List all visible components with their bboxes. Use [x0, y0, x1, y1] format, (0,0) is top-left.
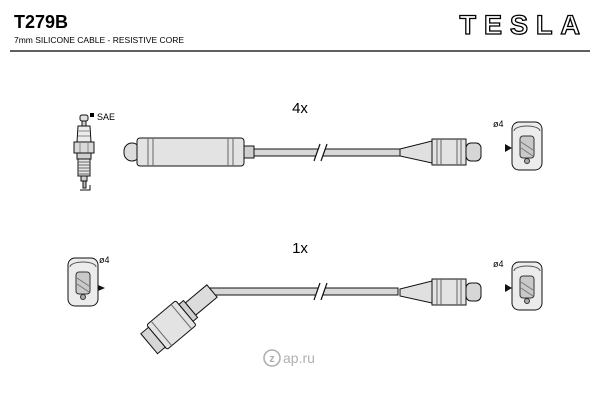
- bottom-connector-boot: [399, 278, 482, 306]
- brand-logo: TESLA: [459, 10, 588, 40]
- bottom-cable-line: [204, 287, 399, 296]
- sae-label: SAE: [97, 112, 115, 122]
- watermark-logo-icon: [263, 349, 281, 367]
- spark-plug-icon: [73, 114, 95, 191]
- straight-boot: [123, 137, 255, 167]
- watermark-logo-letter: z: [269, 353, 275, 365]
- top-cable-line: [253, 148, 401, 157]
- angled-boot: [140, 284, 218, 355]
- part-number: T279B: [14, 12, 68, 32]
- sae-label-bullet: [90, 113, 94, 117]
- top-connector-boot: [399, 138, 482, 166]
- watermark-site: ap.ru: [283, 350, 315, 366]
- top-quantity-label: 4x: [292, 100, 308, 117]
- bottom-right-terminal-diameter-label: ø4: [493, 259, 504, 269]
- top-terminal-diameter-label: ø4: [493, 119, 504, 129]
- terminal-socket-icon-top-right: [505, 121, 543, 171]
- bottom-quantity-label: 1x: [292, 240, 308, 257]
- bottom-cable-break-symbol: [313, 282, 328, 301]
- bottom-left-terminal-diameter-label: ø4: [99, 255, 110, 265]
- terminal-socket-icon-bottom-left: [67, 257, 105, 307]
- watermark: z ap.ru: [263, 349, 315, 367]
- top-cable-break-symbol: [313, 143, 328, 162]
- terminal-socket-icon-bottom-right: [505, 261, 543, 311]
- subtitle: 7mm SILICONE CABLE - RESISTIVE CORE: [14, 35, 184, 45]
